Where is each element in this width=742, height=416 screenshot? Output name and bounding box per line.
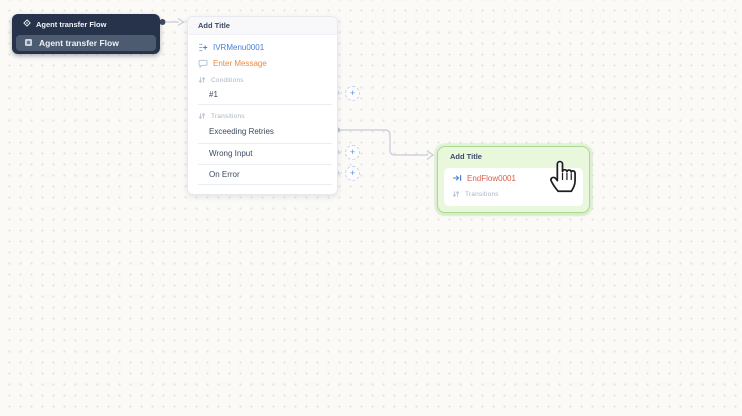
swap-arrows-icon bbox=[198, 112, 206, 120]
arrowhead-icon bbox=[426, 150, 434, 160]
agent-flow-icon bbox=[24, 38, 33, 49]
wrong-input-label: Wrong Input bbox=[209, 148, 253, 158]
add-connection-button[interactable]: + bbox=[345, 166, 360, 181]
menu-node-label: IVRMenu0001 bbox=[213, 42, 265, 52]
ivr-menu-card[interactable]: Add Title IVRMenu0001 Enter Message Cond… bbox=[187, 16, 338, 195]
condition-1-label: #1 bbox=[209, 89, 218, 99]
agent-node-selected-row[interactable]: Agent transfer Flow bbox=[16, 35, 156, 51]
add-connection-button[interactable]: + bbox=[345, 86, 360, 101]
end-transitions-label: Transitions bbox=[465, 190, 499, 198]
on-error-label: On Error bbox=[209, 169, 240, 179]
agent-node-out-port[interactable] bbox=[159, 19, 166, 25]
menu-card-title[interactable]: Add Title bbox=[188, 17, 337, 35]
conditions-section: Conditions bbox=[198, 74, 244, 86]
divider bbox=[198, 104, 332, 105]
transitions-section: Transitions bbox=[198, 110, 245, 122]
agent-node-selected-label: Agent transfer Flow bbox=[39, 38, 119, 48]
transition-on-error-row[interactable]: On Error bbox=[209, 168, 240, 180]
menu-node-row[interactable]: IVRMenu0001 bbox=[198, 41, 264, 53]
end-node-row[interactable]: EndFlow0001 bbox=[452, 172, 516, 184]
add-connection-button[interactable]: + bbox=[345, 145, 360, 160]
agent-node-title: Agent transfer Flow bbox=[36, 19, 107, 29]
ivr-menu-icon bbox=[198, 43, 208, 52]
arrowhead-icon bbox=[177, 17, 185, 27]
end-flow-icon bbox=[452, 174, 462, 182]
plus-icon: + bbox=[349, 88, 356, 98]
message-bubble-icon bbox=[198, 59, 208, 68]
wire-exceeding-to-end bbox=[340, 129, 428, 156]
enter-message-row[interactable]: Enter Message bbox=[198, 57, 267, 69]
divider bbox=[198, 164, 332, 165]
divider bbox=[198, 143, 332, 144]
agent-transfer-node[interactable]: Agent transfer Flow Agent transfer Flow bbox=[12, 14, 160, 54]
transition-exceeding-retries-row[interactable]: Exceeding Retries bbox=[209, 125, 274, 137]
divider bbox=[198, 184, 332, 185]
end-card-title[interactable]: Add Title bbox=[450, 152, 482, 161]
conditions-label: Conditions bbox=[211, 76, 244, 84]
swap-arrows-icon bbox=[452, 190, 460, 198]
exceeding-retries-label: Exceeding Retries bbox=[209, 126, 274, 136]
plus-icon: + bbox=[349, 147, 356, 157]
transition-wrong-input-row[interactable]: Wrong Input bbox=[209, 147, 252, 159]
plus-icon: + bbox=[349, 168, 356, 178]
enter-message-label: Enter Message bbox=[213, 58, 267, 68]
transitions-label: Transitions bbox=[211, 112, 245, 120]
agent-node-title-row[interactable]: Agent transfer Flow bbox=[12, 14, 160, 34]
end-transitions-section: Transitions bbox=[452, 188, 499, 200]
flow-node-icon bbox=[23, 19, 31, 29]
end-node-label: EndFlow0001 bbox=[467, 173, 516, 183]
swap-arrows-icon bbox=[198, 76, 206, 84]
condition-1-row[interactable]: #1 bbox=[209, 88, 218, 100]
hand-cursor-icon bbox=[550, 160, 576, 193]
